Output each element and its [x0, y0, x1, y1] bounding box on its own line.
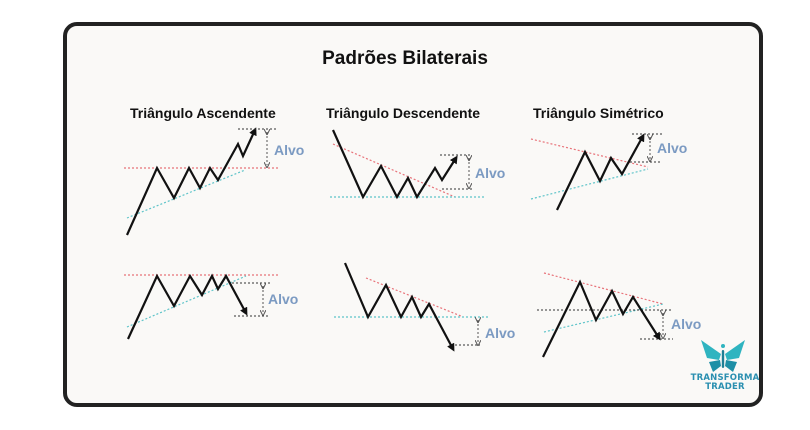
brand-logo: TRANSFORMA TRADER: [690, 374, 760, 392]
label-descending-triangle: Triângulo Descendente: [326, 105, 481, 121]
target-label: Alvo: [274, 142, 304, 158]
logo-line-1: TRANSFORMA: [690, 373, 760, 383]
target-label: Alvo: [657, 140, 687, 156]
price-path: [331, 129, 458, 200]
price-path: [556, 133, 645, 211]
resistance-line: [543, 272, 664, 305]
butterfly-logo-icon: [701, 340, 745, 372]
target-label: Alvo: [671, 316, 701, 332]
price-path: [127, 273, 248, 340]
ascending-triangle-down: Alvo: [124, 273, 298, 340]
support-line: [530, 168, 649, 200]
resistance-line: [365, 277, 462, 317]
price-path: [542, 279, 661, 358]
descending-triangle-down: Alvo: [334, 262, 515, 352]
support-line: [543, 303, 664, 333]
target-label: Alvo: [475, 165, 505, 181]
label-symmetric-triangle: Triângulo Simétrico: [533, 105, 664, 121]
descending-triangle-up: Alvo: [330, 129, 505, 200]
label-ascending-triangle: Triângulo Ascendente: [130, 105, 276, 121]
target-label: Alvo: [268, 291, 298, 307]
price-path: [125, 127, 257, 236]
logo-line-2: TRADER: [705, 382, 745, 392]
symmetric-triangle-down: Alvo: [537, 272, 701, 358]
target-label: Alvo: [485, 325, 515, 341]
diagram-frame: [63, 22, 763, 407]
support-line: [126, 275, 247, 328]
support-line: [126, 169, 246, 219]
ascending-triangle-up: Alvo: [124, 127, 304, 236]
page-title: Padrões Bilaterais: [322, 48, 488, 69]
symmetric-triangle-up: Alvo: [530, 133, 687, 211]
price-path: [343, 262, 455, 352]
